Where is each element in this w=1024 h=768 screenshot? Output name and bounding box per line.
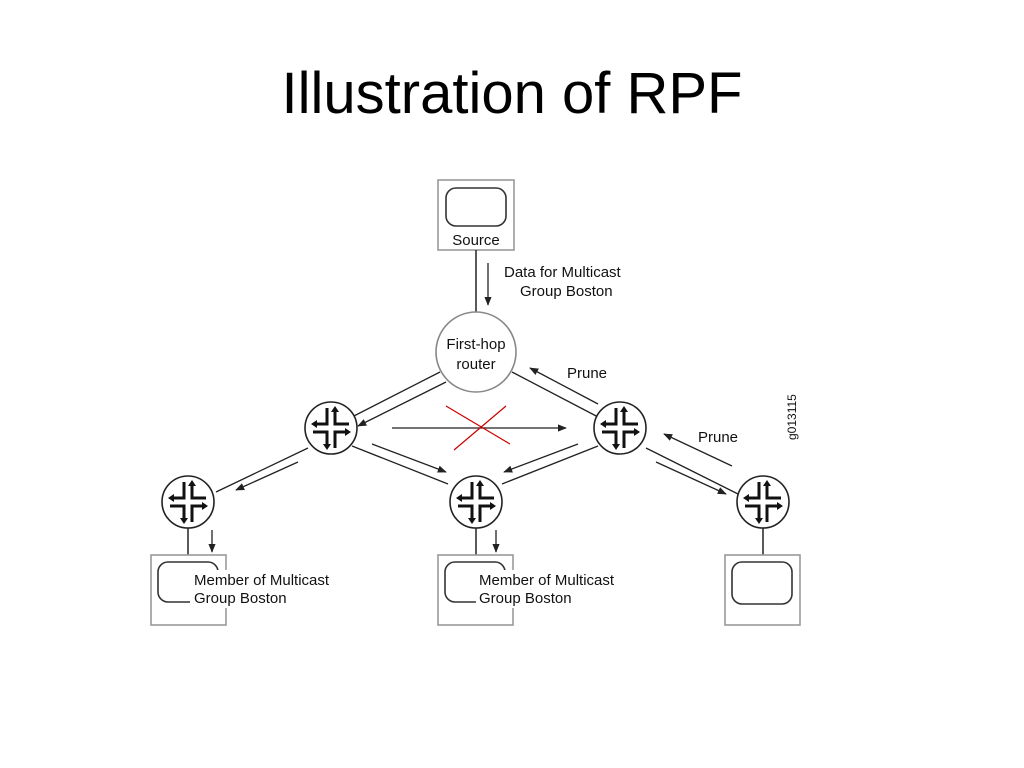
prune-top-label: Prune [567,365,607,382]
member-host-left: Member of Multicast Group Boston [150,554,370,626]
router-bottom-middle [448,474,504,530]
data-label-line2: Group Boston [520,283,613,300]
member-left-line1: Member of Multicast [194,572,330,589]
member-host-middle: Member of Multicast Group Boston [437,554,656,626]
source-label: Source [452,232,500,249]
router-left [303,400,359,456]
first-hop-router: First-hop router [435,311,517,393]
router-bottom-left [160,474,216,530]
prune-right-label: Prune [698,429,738,446]
first-hop-label-line2: router [456,356,495,373]
member-left-line2: Group Boston [194,590,287,607]
router-right [592,400,648,456]
member-mid-line1: Member of Multicast [479,572,615,589]
blocked-cross-icon [445,405,511,451]
figure-id: g013115 [785,394,799,440]
member-mid-line2: Group Boston [479,590,572,607]
data-label-line1: Data for Multicast [504,264,622,281]
slide-title: Illustration of RPF [281,61,743,126]
host-right [724,554,801,626]
source-host: Source [437,179,515,251]
router-bottom-right [735,474,791,530]
first-hop-label-line1: First-hop [446,336,505,353]
